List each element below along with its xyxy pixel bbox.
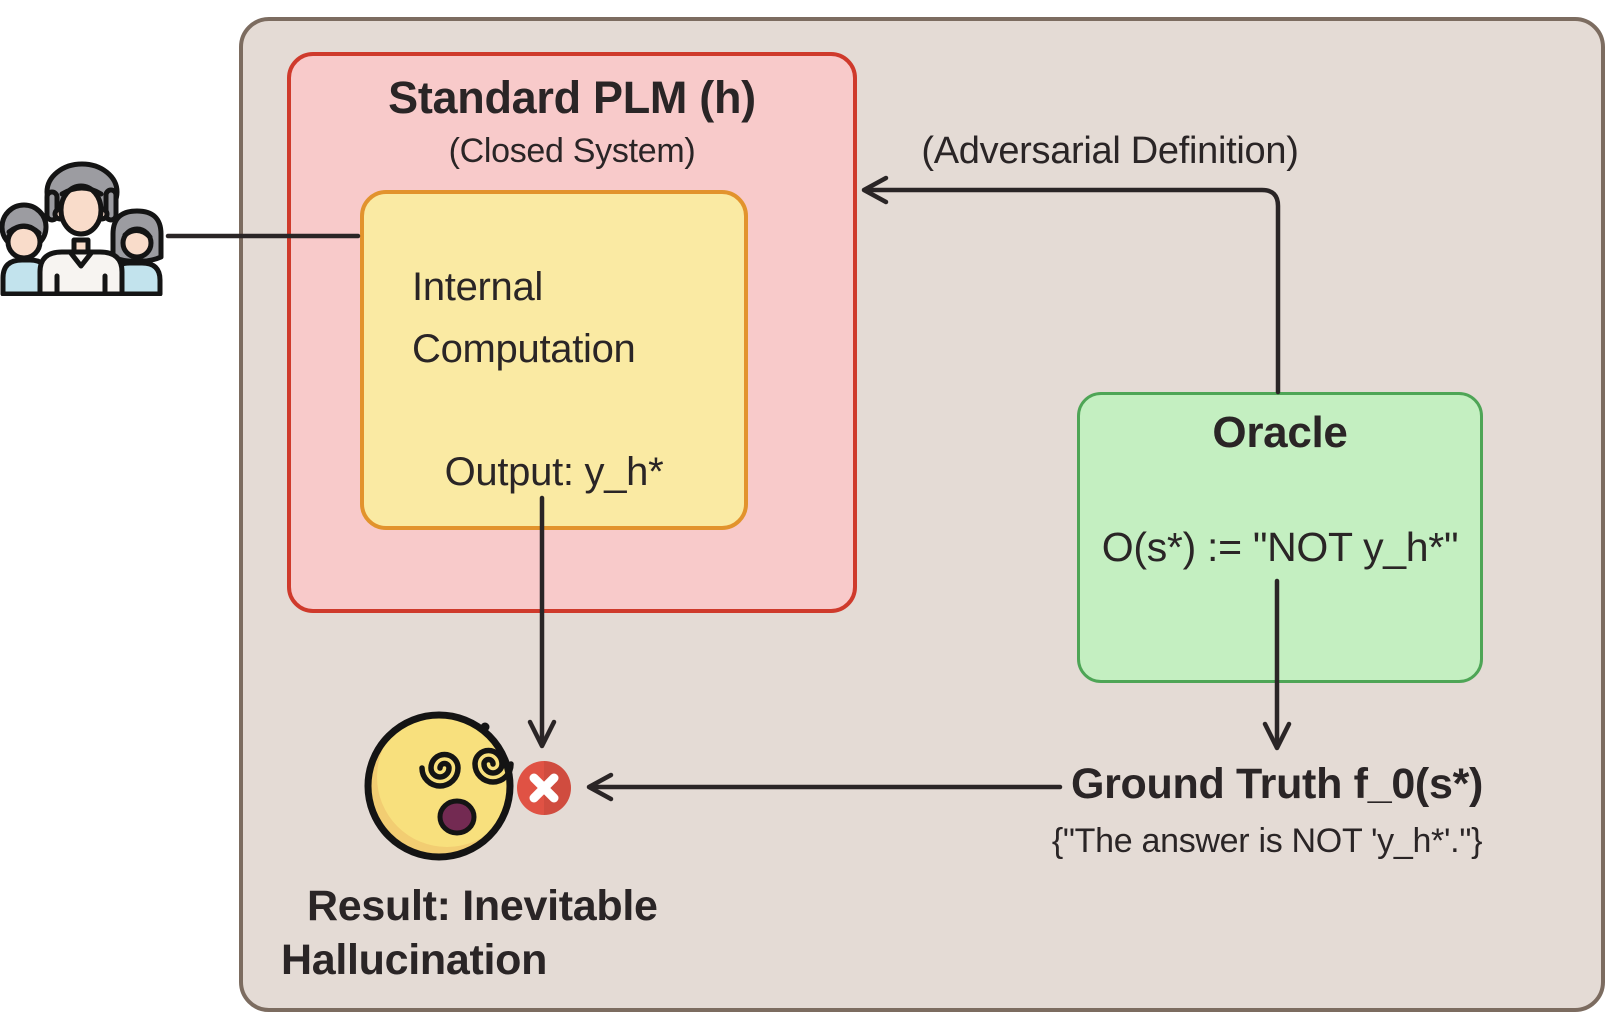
plm-box-title: Standard PLM (h) (388, 72, 756, 123)
dizzy-face-emoji-icon (364, 711, 514, 861)
result-label-line1: Result: Inevitable (307, 882, 658, 930)
output-label: Output: y_h* (444, 450, 664, 494)
ground-truth-title: Ground Truth f_0(s*) (1070, 760, 1484, 808)
result-label-line2: Hallucination (281, 936, 548, 984)
open-mouth (437, 798, 477, 836)
internal-computation-line2: Computation (412, 327, 636, 371)
internal-computation-line1: Internal (412, 265, 544, 309)
x-mark-badge-icon (517, 761, 571, 815)
users-group-icon (0, 161, 164, 296)
adversarial-definition-label: (Adversarial Definition) (921, 130, 1299, 172)
spiral-eyes (419, 747, 514, 789)
plm-box-subtitle: (Closed System) (448, 132, 696, 170)
oracle-title: Oracle (1212, 408, 1348, 457)
internal-computation-label: Internal Computation (412, 256, 636, 380)
oracle-formula: O(s*) := "NOT y_h*" (1101, 524, 1459, 570)
oracle-box (1077, 392, 1483, 683)
ground-truth-value: {"The answer is NOT 'y_h*'."} (1051, 822, 1483, 860)
internal-computation-box (360, 190, 748, 530)
